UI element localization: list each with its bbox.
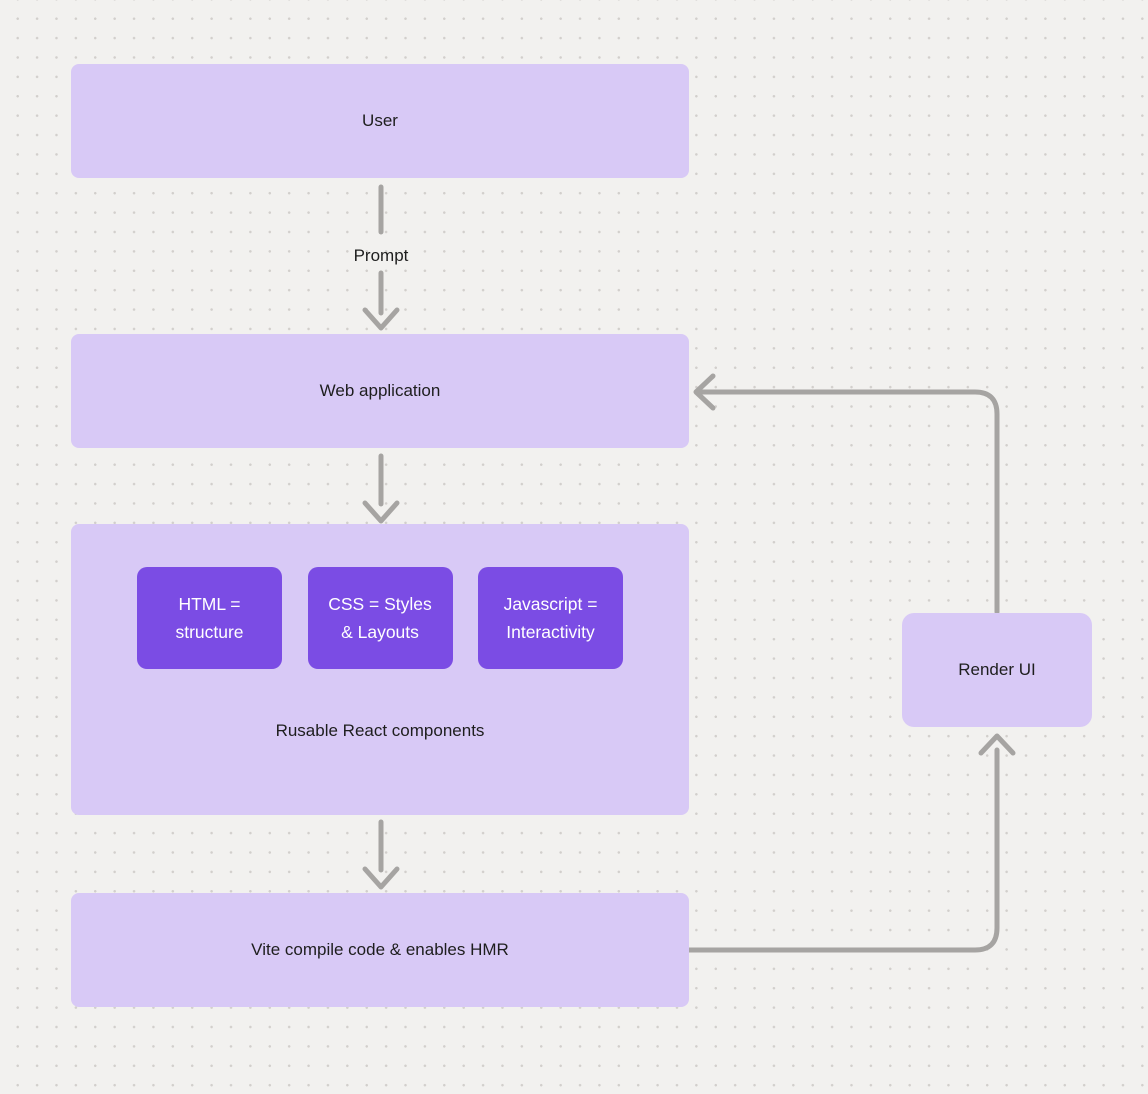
edge-vite-to-render-line xyxy=(686,747,1000,953)
chip-row: HTML = structure CSS = Styles & Layouts … xyxy=(137,567,623,669)
arrowhead-left-web-icon xyxy=(693,373,716,411)
edge-render-to-web-line xyxy=(699,389,1000,615)
arrowhead-up-render-icon xyxy=(978,733,1016,756)
node-vite-label: Vite compile code & enables HMR xyxy=(251,940,509,960)
arrowhead-down-group-icon xyxy=(362,500,400,524)
arrowhead-down-web-icon xyxy=(362,307,400,331)
node-web-application-label: Web application xyxy=(319,381,441,401)
edge-label-prompt: Prompt xyxy=(353,246,409,265)
chip-javascript: Javascript = Interactivity xyxy=(478,567,623,669)
node-user: User xyxy=(71,64,689,178)
node-components-group: HTML = structure CSS = Styles & Layouts … xyxy=(71,524,689,815)
node-vite: Vite compile code & enables HMR xyxy=(71,893,689,1007)
node-web-application: Web application xyxy=(71,334,689,448)
node-render-ui: Render UI xyxy=(902,613,1092,727)
node-user-label: User xyxy=(362,111,398,131)
chip-html: HTML = structure xyxy=(137,567,282,669)
node-components-group-label: Rusable React components xyxy=(275,721,485,740)
chip-css: CSS = Styles & Layouts xyxy=(307,567,453,669)
arrowhead-down-vite-icon xyxy=(362,866,400,890)
node-render-ui-label: Render UI xyxy=(958,660,1036,680)
